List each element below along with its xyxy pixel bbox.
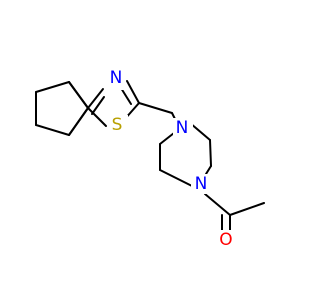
bond xyxy=(68,107,89,136)
bond xyxy=(68,81,89,109)
bond xyxy=(35,124,70,136)
atom-s-thiazole: S xyxy=(112,115,123,135)
bond xyxy=(159,132,175,145)
bond xyxy=(205,165,212,175)
atom-background xyxy=(108,115,128,135)
bond xyxy=(159,169,195,188)
bond xyxy=(138,102,173,114)
atom-background xyxy=(173,118,193,138)
bond xyxy=(120,87,132,105)
bond xyxy=(209,139,212,167)
bond xyxy=(35,81,70,93)
molecule-diagram: N S N N O xyxy=(35,68,265,250)
atom-background xyxy=(106,70,126,90)
atom-background xyxy=(216,230,236,250)
atoms: N S N N O xyxy=(106,68,236,250)
atom-background xyxy=(191,174,211,194)
bond xyxy=(229,202,265,216)
molecule-structure: N S N N O xyxy=(35,68,265,250)
bond xyxy=(87,107,107,127)
bond xyxy=(91,96,105,115)
bond xyxy=(204,193,231,216)
bond xyxy=(87,88,104,109)
bond xyxy=(126,80,140,104)
atom-n-thiazole: N xyxy=(110,68,123,88)
atom-o-carbonyl: O xyxy=(219,230,232,250)
bond xyxy=(189,122,211,141)
bonds xyxy=(35,80,265,233)
atom-n-piperazine-top: N xyxy=(176,118,189,138)
atom-n-piperazine-bottom: N xyxy=(195,174,208,194)
